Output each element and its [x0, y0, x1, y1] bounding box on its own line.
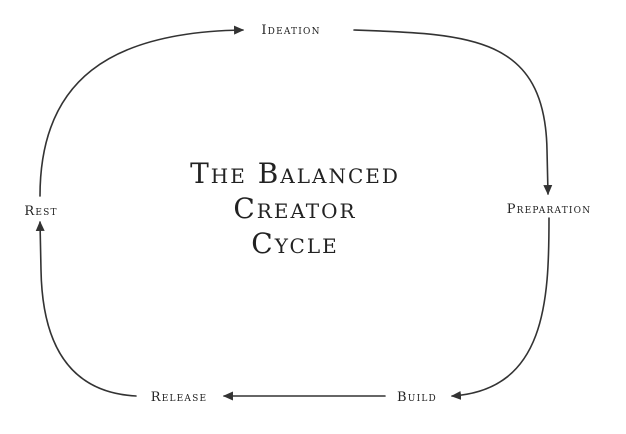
stage-ideation: Ideation [261, 23, 320, 38]
title-line-3: Cycle [251, 227, 338, 260]
title-line-2: Creator [233, 192, 356, 225]
arrow-ideation-to-preparation [353, 29, 553, 196]
arrow-preparation-to-build [450, 217, 550, 400]
arrow-release-to-rest [35, 220, 137, 397]
stage-release: Release [151, 390, 208, 405]
title-line-1: The Balanced [190, 157, 400, 190]
stage-rest: Rest [24, 204, 57, 219]
stage-build: Build [397, 390, 437, 405]
arrow-rest-to-ideation [39, 25, 245, 197]
stage-preparation: Preparation [507, 202, 592, 217]
